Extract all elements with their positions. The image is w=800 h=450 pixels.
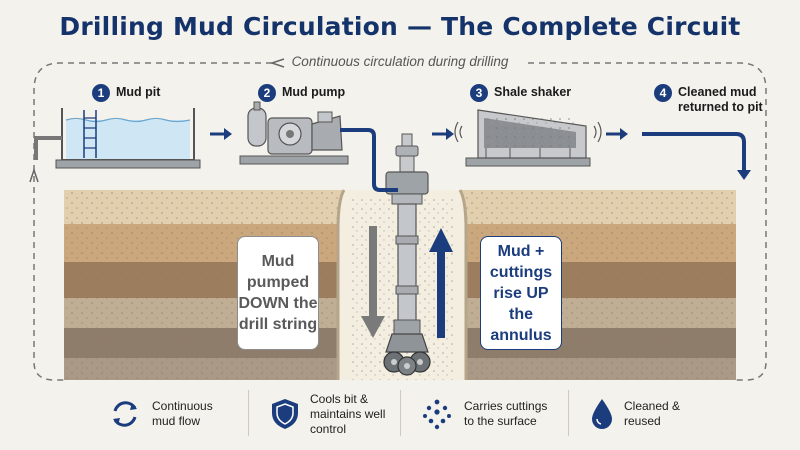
callout-up: Mud + cuttings rise UP the annulus [480,236,562,350]
feature-continuous-flow: Continuous mud flow [108,394,232,434]
shield-icon [272,399,298,429]
circulation-loop [29,58,767,381]
drill-bit [383,333,431,376]
mud-pump [239,101,349,165]
feature-well-control: Cools bit & maintains well control [270,391,410,436]
feature-bar: Continuous mud flow Cools bit & maintain… [0,382,800,450]
feature-label: Cleaned & reused [624,399,681,428]
callout-up-text: Mud + cuttings rise UP the annulus [489,242,553,344]
divider [568,390,569,436]
step-1: 1 Mud pit [92,84,160,102]
feature-label: Continuous mud flow [152,399,213,428]
feature-cleaned-reused: Cleaned & reused [590,394,694,434]
step-2-badge: 2 [258,84,276,102]
circular-arrows-icon [113,401,137,427]
step-3: 3 Shale shaker [470,84,571,102]
flow-up-arrow [429,228,453,338]
step-1-badge: 1 [92,84,110,102]
stage-arrows [210,128,628,140]
droplet-icon [592,399,612,429]
return-to-pit-pipe [642,132,746,172]
feature-label: Cools bit & maintains well control [310,391,386,436]
page-subtitle: Continuous circulation during drilling [291,54,509,69]
feature-carries-cuttings: Carries cuttings to the surface [420,394,558,434]
step-1-label: Mud pit [116,85,161,99]
pump-to-well-pipe [340,128,398,192]
step-4: 4 Cleaned mud returned to pit [654,84,764,115]
page-title: Drilling Mud Circulation — The Complete … [59,12,741,41]
divider [400,390,401,436]
step-4-label: Cleaned mud returned to pit [678,85,763,114]
flow-down-arrow [361,226,385,338]
step-2: 2 Mud pump [258,84,345,102]
feature-label: Carries cuttings to the surface [464,399,548,428]
callout-down: Mud pumped DOWN the drill string [237,236,319,350]
dots-icon [423,399,451,430]
step-4-badge: 4 [654,84,672,102]
step-3-badge: 3 [470,84,488,102]
divider [248,390,249,436]
drill-string [385,133,429,335]
callout-down-text: Mud pumped DOWN the drill string [238,253,318,333]
shale-shaker [454,109,602,167]
step-3-label: Shale shaker [494,85,572,99]
step-2-label: Mud pump [282,85,346,99]
mud-pit [34,108,201,169]
